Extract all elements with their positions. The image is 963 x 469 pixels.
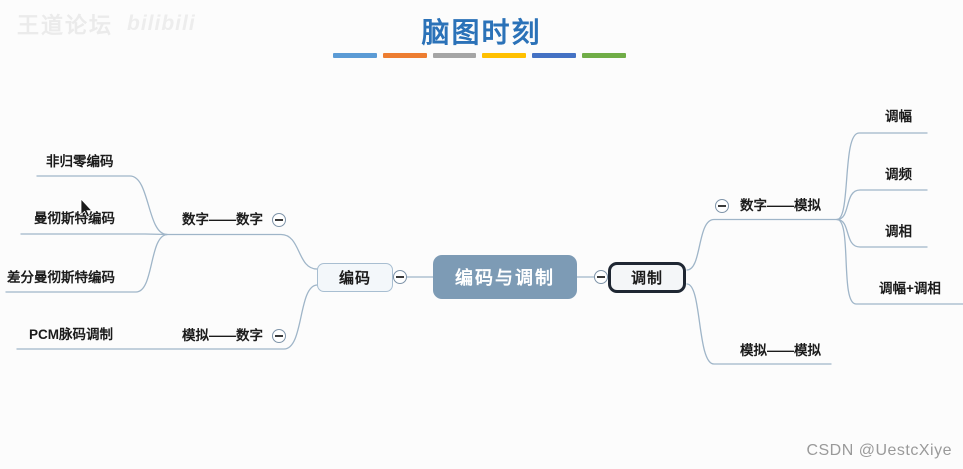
leaf-fm[interactable]: 调频 bbox=[885, 167, 912, 182]
connector-digital-analog bbox=[686, 218, 838, 271]
connector-nrz bbox=[36, 175, 168, 236]
node-encoding[interactable]: 编码 bbox=[317, 263, 393, 292]
connector-analog-digital bbox=[16, 284, 318, 350]
connector-am bbox=[836, 132, 928, 221]
color-bar-blue bbox=[333, 53, 377, 58]
csdn-watermark: CSDN @UestcXiye bbox=[806, 442, 952, 459]
connector-am-pm bbox=[836, 218, 963, 305]
collapse-button-digital-digital[interactable] bbox=[272, 213, 286, 227]
color-bar-darkblue bbox=[532, 53, 577, 58]
connector-diff-manchester bbox=[5, 233, 168, 293]
leaf-am-pm[interactable]: 调幅+调相 bbox=[879, 281, 941, 296]
theme-color-bars bbox=[333, 53, 626, 58]
collapse-button-modulation[interactable] bbox=[594, 270, 608, 284]
leaf-manchester[interactable]: 曼彻斯特编码 bbox=[34, 211, 115, 226]
leaf-nonreturn-zero[interactable]: 非归零编码 bbox=[46, 154, 114, 169]
branch-digital-analog[interactable]: 数字——模拟 bbox=[740, 198, 821, 213]
color-bar-orange bbox=[382, 53, 427, 58]
branch-analog-digital[interactable]: 模拟——数字 bbox=[182, 328, 263, 343]
connector-pm bbox=[836, 218, 928, 248]
connector-manchester bbox=[20, 233, 168, 236]
color-bar-yellow bbox=[482, 53, 527, 58]
leaf-am[interactable]: 调幅 bbox=[885, 109, 912, 124]
color-bar-green bbox=[582, 53, 626, 58]
bilibili-logo: bilibili bbox=[127, 12, 196, 35]
color-bar-gray bbox=[432, 53, 477, 58]
branch-digital-digital[interactable]: 数字——数字 bbox=[182, 212, 263, 227]
leaf-pm[interactable]: 调相 bbox=[885, 224, 912, 239]
collapse-button-digital-analog[interactable] bbox=[715, 199, 729, 213]
node-root[interactable]: 编码与调制 bbox=[433, 255, 577, 299]
branch-analog-analog[interactable]: 模拟——模拟 bbox=[740, 343, 821, 358]
connector-digital-digital bbox=[166, 233, 318, 270]
collapse-button-encoding[interactable] bbox=[393, 270, 407, 284]
leaf-pcm[interactable]: PCM脉码调制 bbox=[29, 327, 113, 342]
site-watermark-text: 王道论坛 bbox=[17, 13, 114, 38]
connector-fm bbox=[836, 189, 928, 221]
connector-analog-analog bbox=[686, 283, 832, 365]
page-title: 脑图时刻 bbox=[421, 16, 542, 49]
site-watermark: 王道论坛 bilibili bbox=[17, 8, 196, 40]
leaf-diff-manchester[interactable]: 差分曼彻斯特编码 bbox=[7, 270, 115, 285]
node-modulation[interactable]: 调制 bbox=[608, 262, 686, 293]
collapse-button-analog-digital[interactable] bbox=[272, 329, 286, 343]
